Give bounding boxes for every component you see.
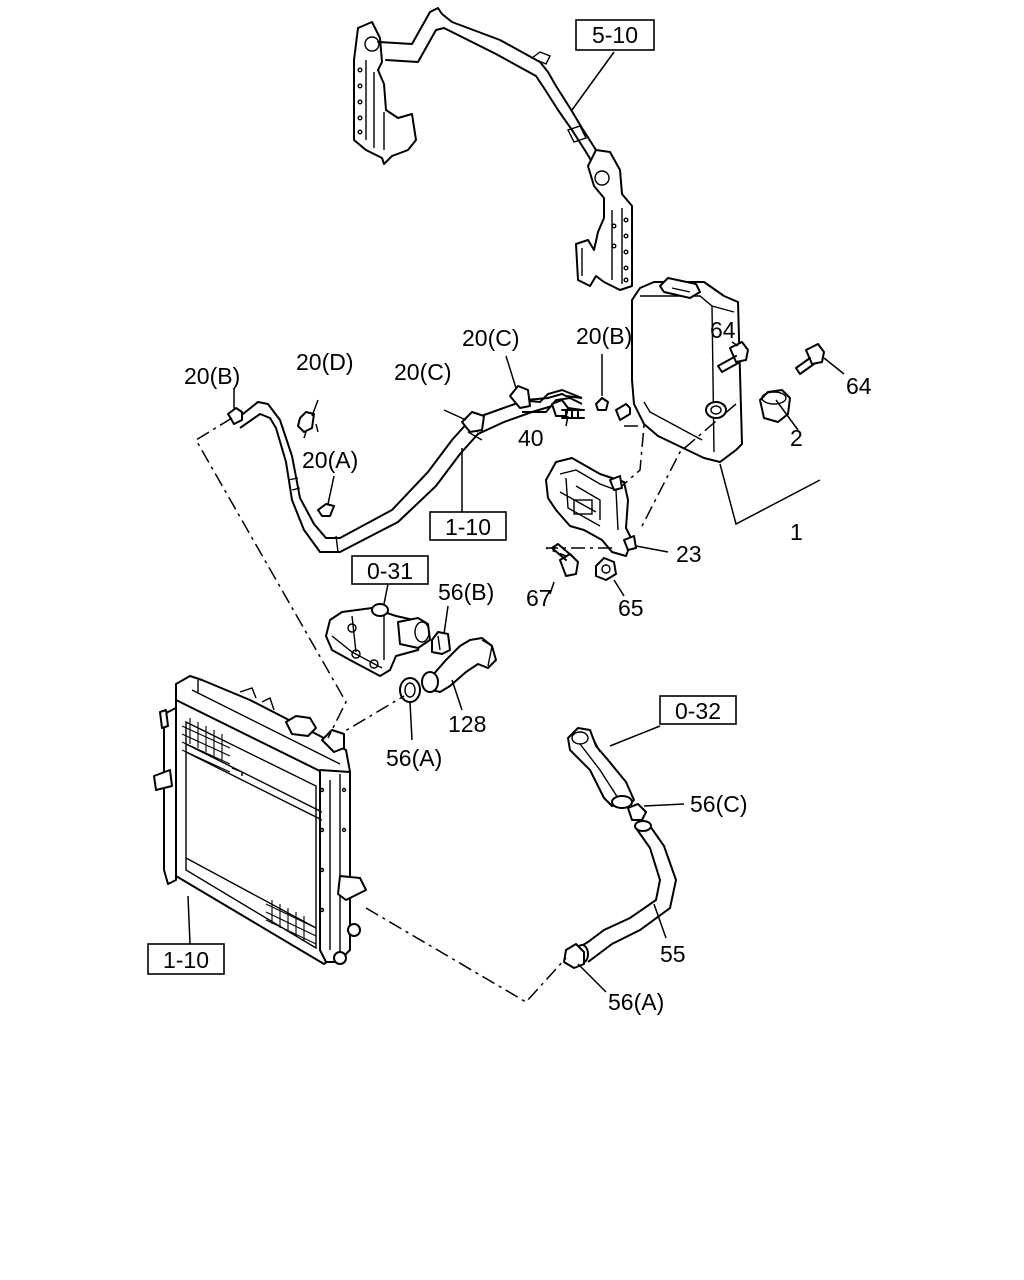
reference-box-thermostat: 0-31 <box>351 555 429 585</box>
callout-clamp-56c: 56(C) <box>690 791 748 817</box>
callout-clip-c-top: 20(C) <box>462 325 520 351</box>
callout-tank-assy: 1 <box>790 519 803 545</box>
reference-pipe-label: 1-10 <box>445 514 491 540</box>
callout-bolt-64-top: 64 <box>710 317 736 343</box>
callout-hose-55: 55 <box>660 941 686 967</box>
reference-radiator-label: 1-10 <box>163 947 209 973</box>
callout-clip-b-left: 20(B) <box>184 363 240 389</box>
lower-radiator-hose <box>365 803 685 1003</box>
callout-bolt-64-right: 64 <box>846 373 872 399</box>
reference-box-outlet: 0-32 <box>659 695 737 725</box>
callout-clamp-56a-lower: 56(A) <box>608 989 664 1015</box>
callout-nut-65: 65 <box>618 595 644 621</box>
callout-bolt-67: 67 <box>526 585 552 611</box>
water-outlet-pipe <box>567 725 661 809</box>
thermostat-housing <box>325 583 431 677</box>
reference-frame-label: 5-10 <box>592 22 638 48</box>
reference-outlet-label: 0-32 <box>675 698 721 724</box>
reference-box-radiator: 1-10 <box>147 943 225 975</box>
callout-hose-128: 128 <box>448 711 486 737</box>
callout-clip-d: 20(D) <box>296 349 354 375</box>
callout-clip-a: 20(A) <box>302 447 358 473</box>
frame-crossmember <box>353 7 633 291</box>
callout-clip-b-top: 20(B) <box>576 323 632 349</box>
upper-radiator-hose <box>329 605 497 741</box>
callout-clamp-56b: 56(B) <box>438 579 494 605</box>
reference-thermostat-label: 0-31 <box>367 558 413 584</box>
reference-box-frame: 5-10 <box>575 19 655 51</box>
reserve-tank <box>615 277 845 526</box>
callout-clip-c-left: 20(C) <box>394 359 452 385</box>
callout-bolt-40: 40 <box>518 425 544 451</box>
tank-bracket <box>545 403 737 597</box>
callout-bracket: 23 <box>676 541 702 567</box>
bypass-pipe <box>227 354 609 553</box>
clip-to-radiator-leader <box>194 417 347 739</box>
radiator <box>153 675 367 965</box>
callout-clamp-56a-upper: 56(A) <box>386 745 442 771</box>
reference-box-pipe: 1-10 <box>429 511 507 541</box>
callout-cap: 2 <box>790 425 803 451</box>
